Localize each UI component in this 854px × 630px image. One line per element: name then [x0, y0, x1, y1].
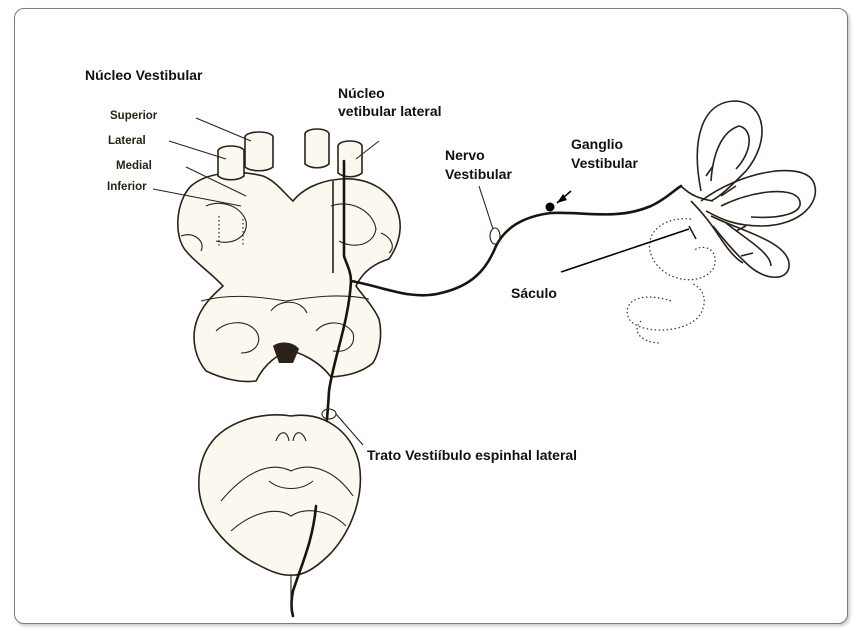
label-superior: Superior [110, 110, 157, 124]
label-medial: Medial [116, 160, 152, 174]
label-nucleo-lateral-2: vetibular lateral [338, 103, 442, 120]
vestibular-ganglion [546, 203, 555, 212]
label-nervo-2: Vestibular [445, 166, 512, 183]
cochlea [649, 219, 715, 280]
label-trato: Trato Vestiíbulo espinhal lateral [367, 447, 577, 464]
vestibular-pathway-drawing [15, 9, 847, 623]
label-nucleo-lateral-1: Núcleo [338, 85, 385, 102]
label-ganglio-1: Ganglio [571, 136, 623, 153]
label-nervo-1: Nervo [445, 147, 485, 164]
label-ganglio-2: Vestibular [571, 155, 638, 172]
vestibular-nerve [351, 186, 681, 295]
semicircular-canals [697, 101, 762, 201]
diagram-frame: Núcleo Vestibular Superior Lateral Media… [14, 8, 848, 624]
label-nucleo-vestibular: Núcleo Vestibular [85, 67, 202, 84]
label-inferior: Inferior [107, 181, 147, 195]
label-lateral: Lateral [108, 135, 146, 149]
spinal-cord [199, 415, 361, 575]
label-saculo: Sáculo [511, 285, 557, 302]
